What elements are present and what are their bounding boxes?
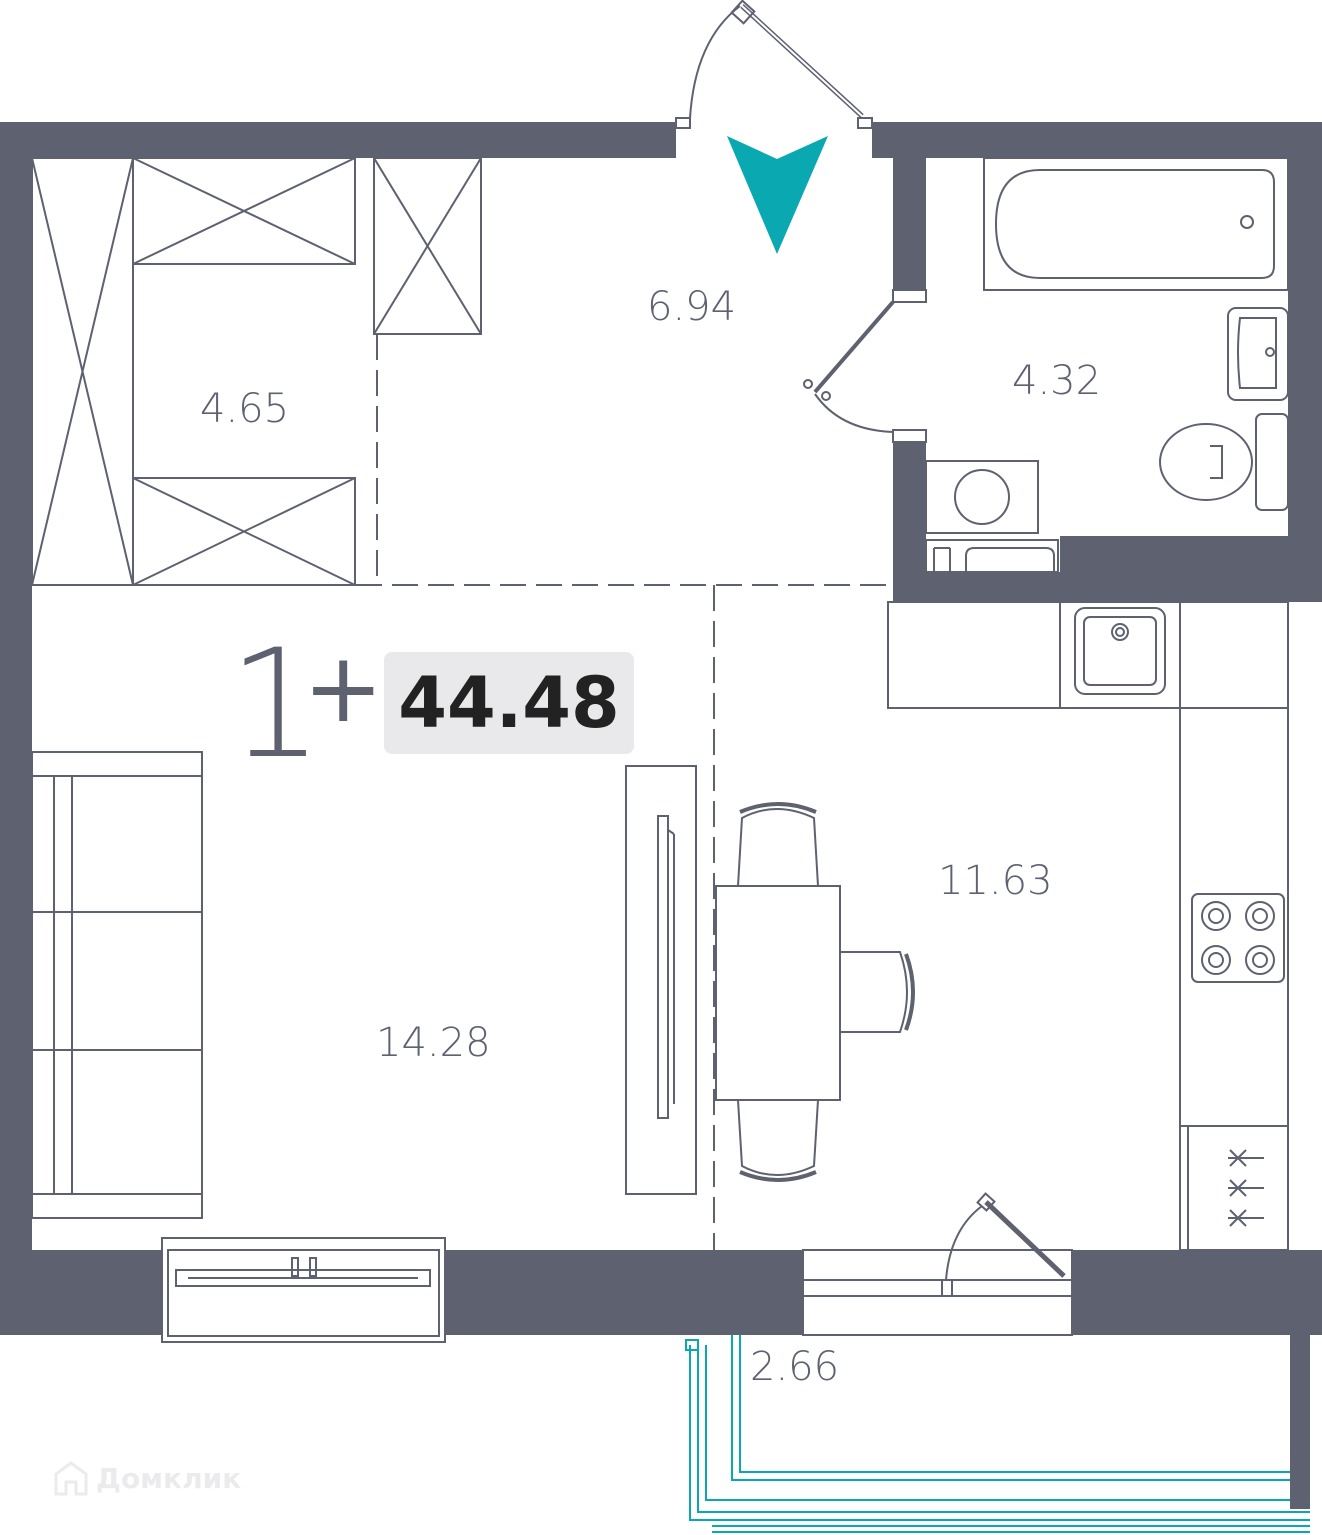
living-window [161,1237,446,1343]
rooms-count: 1 [228,618,324,792]
wall-right [1288,122,1322,602]
area-bathroom: 4.32 [1012,358,1102,404]
tv-stand [625,765,697,1195]
sofa [31,751,203,1219]
towel-rail [925,539,1059,573]
wardrobe-top [132,157,356,265]
kitchen-sink [1074,607,1166,695]
fixtures [31,157,1289,1343]
tv [657,815,669,1119]
bathtub [983,157,1289,291]
total-area-badge: 44.48 [384,652,634,754]
wall-top-right [872,122,1322,158]
wall-bath-upper [893,122,926,300]
snowflake-icon [1228,1149,1264,1227]
bath-sink [1227,307,1289,401]
wall-bottom-1 [0,1250,162,1335]
area-balcony: 2.66 [750,1344,840,1390]
area-kitchen: 11.63 [938,858,1053,904]
cooktop [1191,893,1285,983]
rooms-suffix: + [303,632,384,744]
area-hall: 6.94 [647,284,737,330]
balcony-door [802,1192,1073,1336]
toilet [1159,413,1289,511]
hall-cabinet [373,157,482,335]
wall-left [0,122,32,1335]
fridge [1179,1125,1289,1251]
area-living-room: 14.28 [376,1020,491,1066]
entrance-door [675,0,873,129]
zone-lines [32,334,893,1250]
area-wardrobe: 4.65 [200,386,290,432]
wardrobe-bottom [132,477,356,586]
washing-machine [925,460,1039,534]
dining-set [715,802,915,1182]
balcony-post [1290,1335,1310,1509]
watermark-text: Домклик [96,1461,242,1495]
wall-bath-bottom-right [1060,536,1322,602]
house-logo-icon [54,1461,88,1496]
kitchen-counter-top [887,601,1289,709]
wall-bottom-2 [445,1250,803,1335]
wall-bottom-3 [1072,1250,1322,1335]
watermark: Домклик [52,1458,241,1498]
kitchen-counter-side [1179,707,1289,1127]
balcony [685,1335,1310,1533]
wall-top-left [0,122,676,158]
walls [0,122,1322,1509]
entrance-arrow-icon [727,136,828,254]
total-area: 44.48 [398,662,620,744]
